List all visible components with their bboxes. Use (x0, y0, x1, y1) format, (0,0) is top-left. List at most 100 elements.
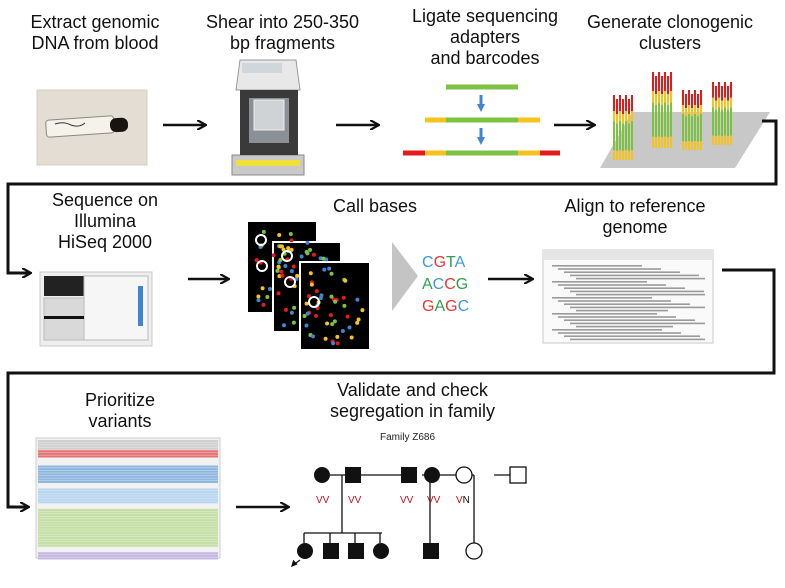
genotype-5: VN (456, 495, 470, 506)
pedigree-proband (297, 543, 313, 559)
cluster-dot (335, 341, 340, 346)
aligned-read (576, 309, 668, 312)
cluster-strand (661, 104, 663, 138)
cluster-strand (691, 141, 693, 150)
aligned-read (552, 297, 652, 299)
base-r1-2: T (446, 254, 456, 271)
cluster-strand (682, 114, 684, 141)
cluster-dot (331, 341, 336, 346)
cluster-strand (652, 91, 654, 103)
cluster-dot (329, 271, 334, 276)
aligned-read (570, 338, 705, 341)
sheet-row (38, 470, 218, 473)
cluster-dot (335, 334, 340, 339)
step-callbases-label: Call bases (320, 196, 430, 217)
cluster-strand (625, 95, 627, 112)
base-r3-2: G (445, 298, 457, 315)
sheet-row (38, 473, 218, 476)
sheet-row (38, 513, 218, 517)
step-shear-line2: bp fragments (229, 33, 336, 53)
cluster-dot (289, 310, 294, 315)
cluster-strand (613, 121, 615, 151)
cluster-strand (730, 82, 732, 98)
cluster-dot (360, 308, 365, 313)
cluster-dot (304, 323, 309, 328)
cluster-dot (330, 322, 335, 327)
cluster-dot (305, 240, 310, 245)
cluster-strand (661, 137, 663, 148)
sheet-row (38, 549, 218, 552)
cluster-strand (655, 104, 657, 138)
cluster-dot (289, 238, 294, 243)
sheet-row (38, 450, 218, 453)
sonicator-instrument (231, 59, 305, 176)
cluster-strand (670, 102, 672, 137)
cluster-strand (664, 72, 666, 91)
genotype-1: VV (316, 495, 330, 506)
sheet-row (38, 506, 218, 509)
aligned-read (570, 290, 704, 293)
aligned-read (558, 284, 666, 286)
step-prioritize-line1: Prioritize (84, 390, 155, 410)
cluster-strand (682, 141, 684, 150)
cluster-strand (700, 90, 702, 105)
cluster-dot (278, 258, 283, 263)
cluster-dot (254, 258, 259, 263)
cluster-strand (658, 72, 660, 91)
cluster-strand (718, 97, 720, 108)
sheet-row (38, 478, 218, 481)
cluster-dot (311, 252, 316, 257)
cluster-strand (631, 150, 633, 160)
sheet-row (38, 488, 218, 491)
cluster-strand (700, 105, 702, 114)
aligned-read (564, 319, 695, 321)
adapter-ligation-diagram (403, 84, 560, 156)
cluster-dot (319, 293, 324, 298)
cluster-strand (718, 82, 720, 98)
cluster-strand (661, 76, 663, 94)
cluster-dot (260, 286, 265, 291)
cluster-strand (724, 97, 726, 108)
sheet-row (38, 465, 218, 468)
cluster-strand (631, 121, 633, 151)
cluster-dot (283, 264, 288, 269)
cluster-strand (700, 141, 702, 150)
cluster-strand (685, 116, 687, 142)
genotype-4: VV (427, 495, 441, 506)
sheet-row (38, 440, 218, 443)
cluster-strand (667, 94, 669, 105)
base-r1-3: A (455, 254, 466, 271)
cluster-dot (278, 244, 283, 249)
step-clusters-line2: clusters (638, 33, 701, 53)
cluster-strand (628, 123, 630, 151)
sheet-row (38, 508, 218, 512)
aligned-read (564, 287, 685, 289)
sheet-row (38, 529, 218, 532)
cluster-strand (727, 109, 729, 137)
cluster-dot (275, 268, 280, 273)
step-sequence-line3: HiSeq 2000 (57, 232, 153, 252)
cluster-strand (616, 123, 618, 151)
cluster-strand (691, 108, 693, 117)
sheet-row (38, 536, 218, 540)
pedigree-genotypes: VV VV VV VV VN (316, 495, 470, 506)
sheet-row (38, 511, 218, 514)
step-prioritize-line2: variants (88, 411, 152, 431)
cluster-strand (664, 136, 666, 148)
cluster-dot (329, 294, 334, 299)
cluster-strand (625, 121, 627, 151)
step-validate-line2: segregation in family (329, 401, 496, 421)
cluster-strand (694, 105, 696, 114)
cluster-strand (691, 116, 693, 142)
cluster-strand (652, 136, 654, 148)
cluster-dot (340, 329, 345, 334)
step-ligate-line1: Ligate sequencing (411, 6, 559, 26)
alignment-viewer-thumbnail (542, 249, 714, 344)
cluster-strand (730, 135, 732, 145)
cluster-dot (333, 299, 338, 304)
cluster-strand (712, 97, 714, 108)
cluster-dot (313, 313, 318, 318)
cluster-dot (307, 294, 312, 299)
cluster-dot (321, 256, 326, 261)
sheet-row (38, 531, 218, 534)
